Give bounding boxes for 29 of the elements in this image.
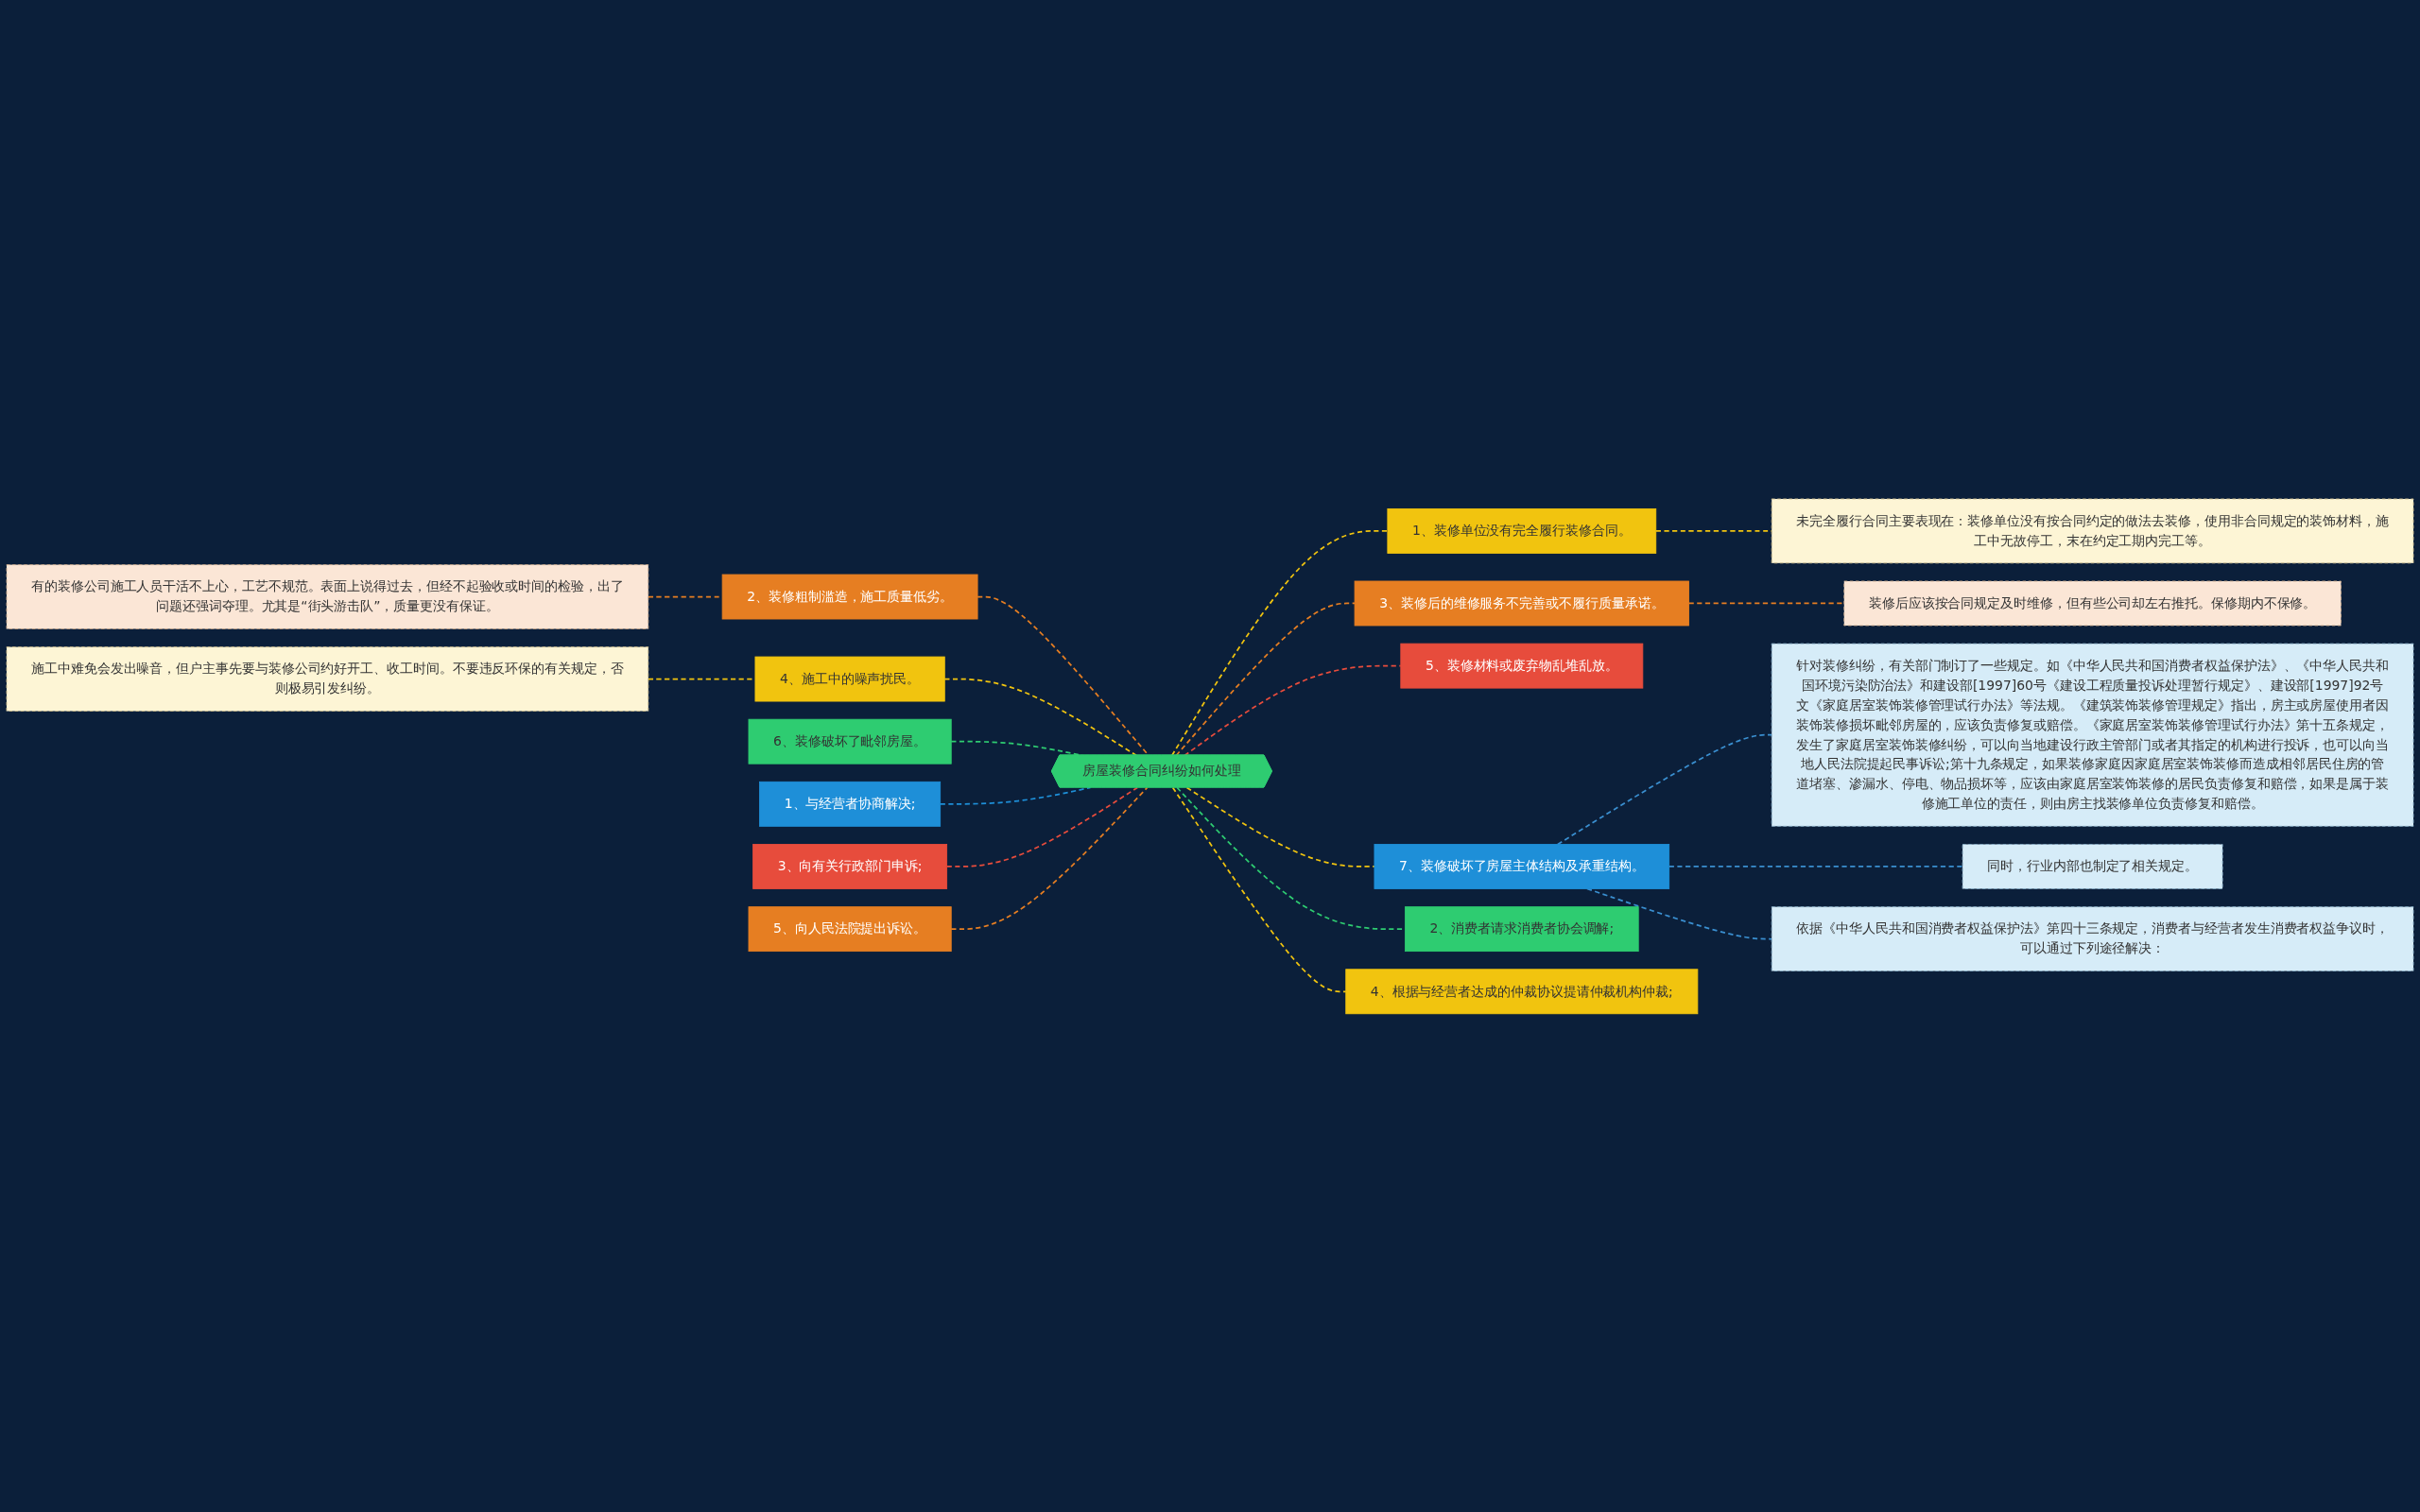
node-box: 3、向有关行政部门申诉; <box>752 843 948 889</box>
node-box: 2、消费者请求消费者协会调解; <box>1404 905 1639 952</box>
connector <box>945 786 1139 868</box>
node-box: 4、根据与经营者达成的仲裁协议提请仲裁机构仲裁; <box>1345 968 1699 1014</box>
node-box: 4、施工中的噪声扰民。 <box>754 656 945 702</box>
node-box: 1、装修单位没有完全履行装修合同。 <box>1387 507 1657 554</box>
node-box: 1、与经营者协商解决; <box>759 781 942 827</box>
connector <box>1586 887 1773 940</box>
node-box: 装修后应该按合同规定及时维修，但有些公司却左右推托。保修期内不保修。 <box>1843 580 2342 627</box>
node-box: 依据《中华人民共和国消费者权益保护法》第四十三条规定，消费者与经营者发生消费者权益争议时，可以通过下列途径解决： <box>1771 905 2414 971</box>
connector <box>1556 733 1773 845</box>
node-box: 施工中难免会发出噪音，但户主事先要与装修公司约好开工、收工时间。不要违反环保的有关规定，否则极易引发纠纷。 <box>6 645 649 712</box>
connector <box>1170 529 1389 756</box>
connector <box>1171 786 1347 992</box>
node-box: 6、装修破坏了毗邻房屋。 <box>748 718 952 765</box>
connector <box>1175 602 1356 756</box>
connector <box>1668 865 1963 868</box>
node-box: 针对装修纠纷，有关部门制订了一些规定。如《中华人民共和国消费者权益保护法》、《中华人民共和国环境污染防治法》和建设部[1997]60号《建设工程质量投诉处理暂行规定》、建设部[1997]92号文《家庭居室装饰装修管理试行办法》等法规。《建筑装饰装修管理规定》指出，房主或房屋使用者因装饰装修损坏毗邻房屋的，应该负责修复或赔偿。《家庭居室装饰装修管理试行办法》第十五条规定，发生了家庭居室装饰装修纠纷，可以向当地建设行政主管部门或者其指定的机构进行投诉，也可以向当地人民法院提起民事诉讼;第十九条规定，如果装修家庭因家庭居室装饰装修而造成相邻居民住房的管道堵塞、渗漏水、停电、物品损坏等，应该由家庭居室装饰装修的居民负责修复和赔偿，如果是属于装修施工单位的责任，则由房主找装修单位负责修复和赔偿。 <box>1771 643 2414 827</box>
node-box: 同时，行业内部也制定了相关规定。 <box>1962 843 2223 889</box>
node-box: 未完全履行合同主要表现在：装修单位没有按合同约定的做法去装修，使用非合同规定的装饰材料，施工中无故停工，末在约定工期内完工等。 <box>1771 498 2414 563</box>
node-box: 有的装修公司施工人员干活不上心，工艺不规范。表面上说得过去，但经不起验收或时间的检验，出了问题还强词夺理。尤其是“街头游击队”，质量更没有保证。 <box>6 563 649 629</box>
connector <box>950 786 1149 930</box>
connector <box>977 595 1150 756</box>
node-box: 3、装修后的维修服务不完善或不履行质量承诺。 <box>1354 580 1689 627</box>
node-box: 5、装修材料或废弃物乱堆乱放。 <box>1400 643 1644 689</box>
connector <box>939 786 1092 805</box>
node-box: 5、向人民法院提出诉讼。 <box>748 905 952 952</box>
node-box: 7、装修破坏了房屋主体结构及承重结构。 <box>1374 843 1670 889</box>
node-box: 2、装修粗制滥造，施工质量低劣。 <box>721 574 978 620</box>
